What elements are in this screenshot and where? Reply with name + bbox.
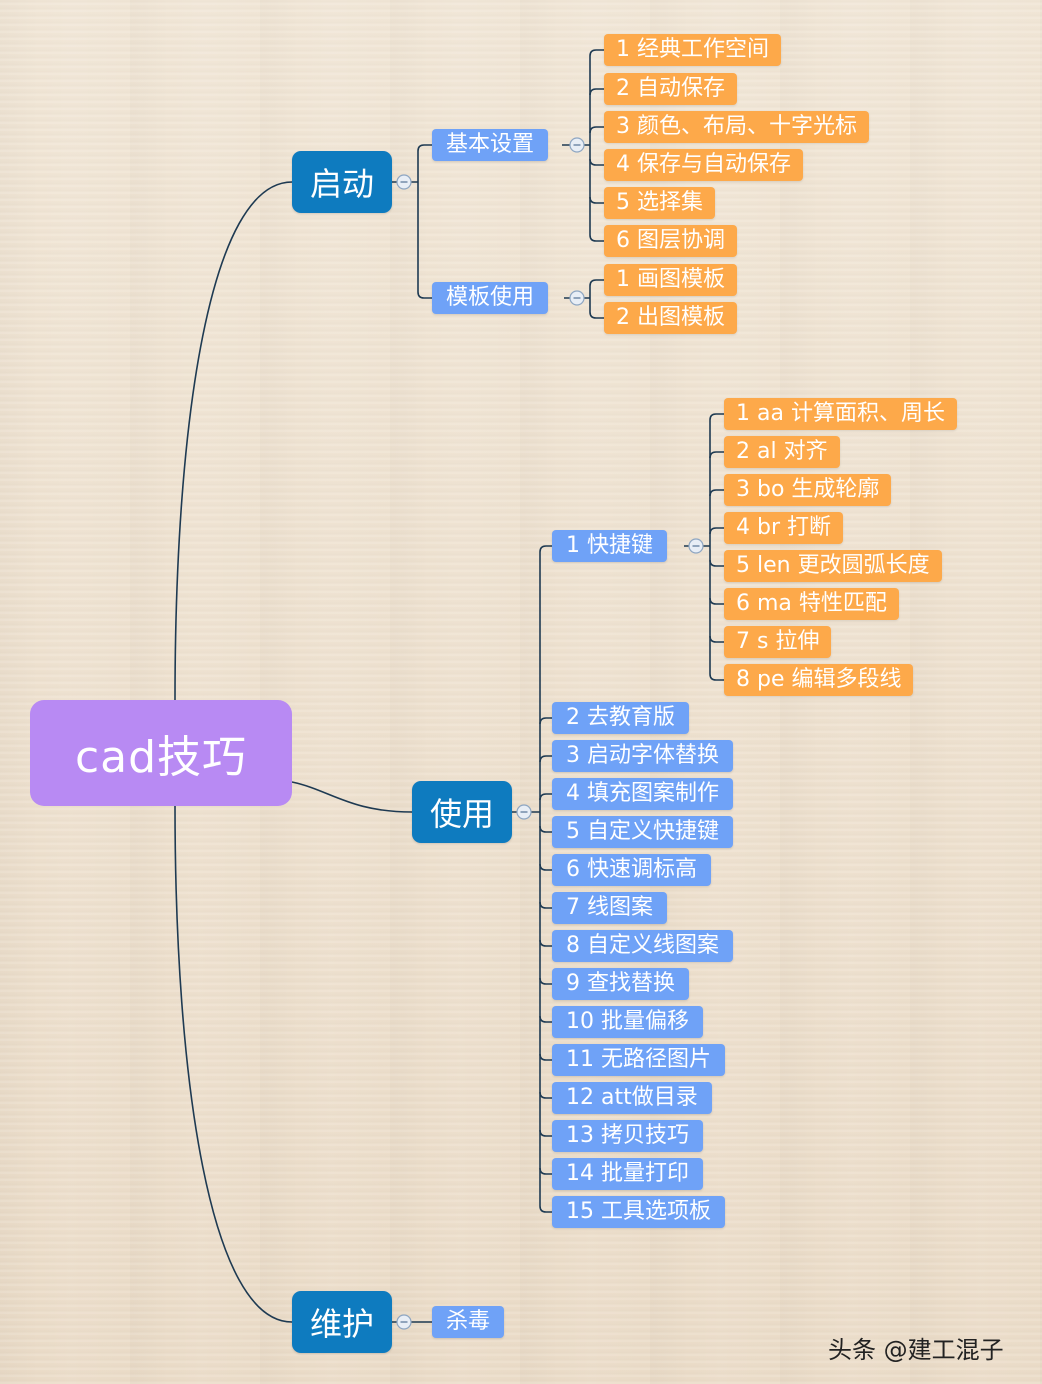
connector-line — [539, 755, 552, 763]
sub-node[interactable]: 5 自定义快捷键 — [552, 816, 733, 848]
connector-line — [709, 489, 724, 497]
sub-node[interactable]: 13 拷贝技巧 — [552, 1120, 703, 1152]
connector-root-shiyong — [291, 781, 413, 813]
branch-node-shiyong[interactable]: 使用 — [412, 781, 512, 843]
connector-line — [709, 597, 724, 605]
leaf-node[interactable]: 1 aa 计算面积、周长 — [724, 398, 957, 430]
connector-line — [539, 1053, 552, 1061]
connector-line — [589, 196, 604, 204]
connector-line — [589, 158, 604, 166]
sub-node[interactable]: 4 填充图案制作 — [552, 778, 733, 810]
sub-node-kuaijiejian[interactable]: 1 快捷键 — [552, 530, 667, 562]
connector-line — [539, 939, 552, 947]
sub-node[interactable]: 11 无路径图片 — [552, 1044, 725, 1076]
connector-line — [539, 545, 552, 553]
sub-node[interactable]: 14 批量打印 — [552, 1158, 703, 1190]
connector-line — [589, 126, 604, 134]
sub-node[interactable]: 12 att做目录 — [552, 1082, 712, 1114]
connector-line — [539, 1091, 552, 1099]
leaf-node[interactable]: 4 保存与自动保存 — [604, 149, 803, 181]
leaf-node[interactable]: 8 pe 编辑多段线 — [724, 664, 914, 696]
leaf-node[interactable]: 7 s 拉伸 — [724, 626, 832, 658]
branch-node-qidong[interactable]: 启动 — [292, 151, 392, 213]
connector-line — [539, 1015, 552, 1023]
leaf-node[interactable]: 3 bo 生成轮廓 — [724, 474, 892, 506]
leaf-node[interactable]: 6 ma 特性匹配 — [724, 588, 899, 620]
sub-node-jiben-shezhi[interactable]: 基本设置 — [432, 129, 549, 161]
connector-line — [417, 144, 432, 152]
sub-node[interactable]: 9 查找替换 — [552, 968, 689, 1000]
watermark: 头条 @建工混子 — [828, 1336, 1004, 1364]
sub-node[interactable]: 15 工具选项板 — [552, 1196, 725, 1228]
connector-line — [589, 234, 604, 242]
connector-line — [589, 49, 604, 57]
connector-root-weihu — [174, 805, 293, 1323]
connector-line — [539, 793, 552, 801]
connector-line — [709, 559, 724, 567]
connector-line — [589, 311, 604, 319]
connector-line — [539, 1129, 552, 1137]
sub-node[interactable]: 6 快速调标高 — [552, 854, 711, 886]
connector-line — [589, 279, 604, 287]
connector-root-qidong — [174, 181, 293, 701]
leaf-node[interactable]: 5 len 更改圆弧长度 — [724, 550, 942, 582]
leaf-node[interactable]: 2 al 对齐 — [724, 436, 840, 468]
sub-node-shadu[interactable]: 杀毒 — [432, 1306, 505, 1338]
sub-node[interactable]: 2 去教育版 — [552, 702, 689, 734]
sub-node[interactable]: 3 启动字体替换 — [552, 740, 733, 772]
connector-line — [539, 863, 552, 871]
connector-line — [709, 527, 724, 535]
leaf-node[interactable]: 2 出图模板 — [604, 302, 737, 334]
connector-line — [709, 451, 724, 459]
branch-node-weihu[interactable]: 维护 — [292, 1291, 392, 1353]
connector-line — [539, 717, 552, 725]
sub-node[interactable]: 10 批量偏移 — [552, 1006, 703, 1038]
leaf-node[interactable]: 4 br 打断 — [724, 512, 843, 544]
leaf-node[interactable]: 1 经典工作空间 — [604, 34, 781, 66]
leaf-node[interactable]: 2 自动保存 — [604, 73, 737, 105]
sub-node[interactable]: 7 线图案 — [552, 892, 667, 924]
sub-node-muban-shiyong[interactable]: 模板使用 — [432, 282, 549, 314]
sub-node[interactable]: 8 自定义线图案 — [552, 930, 733, 962]
connector-line — [539, 977, 552, 985]
leaf-node[interactable]: 3 颜色、布局、十字光标 — [604, 111, 869, 143]
leaf-node[interactable]: 6 图层协调 — [604, 225, 737, 257]
leaf-node[interactable]: 1 画图模板 — [604, 264, 737, 296]
connector-line — [589, 88, 604, 96]
connector-line — [709, 413, 724, 421]
connector-line — [539, 901, 552, 909]
connector-line — [539, 1205, 552, 1213]
connector-line — [709, 635, 724, 643]
leaf-node[interactable]: 5 选择集 — [604, 187, 715, 219]
connector-line — [539, 825, 552, 833]
root-node[interactable]: cad技巧 — [30, 700, 292, 806]
connector-line — [539, 1167, 552, 1175]
connector-line — [709, 673, 724, 681]
connector-line — [417, 291, 432, 299]
